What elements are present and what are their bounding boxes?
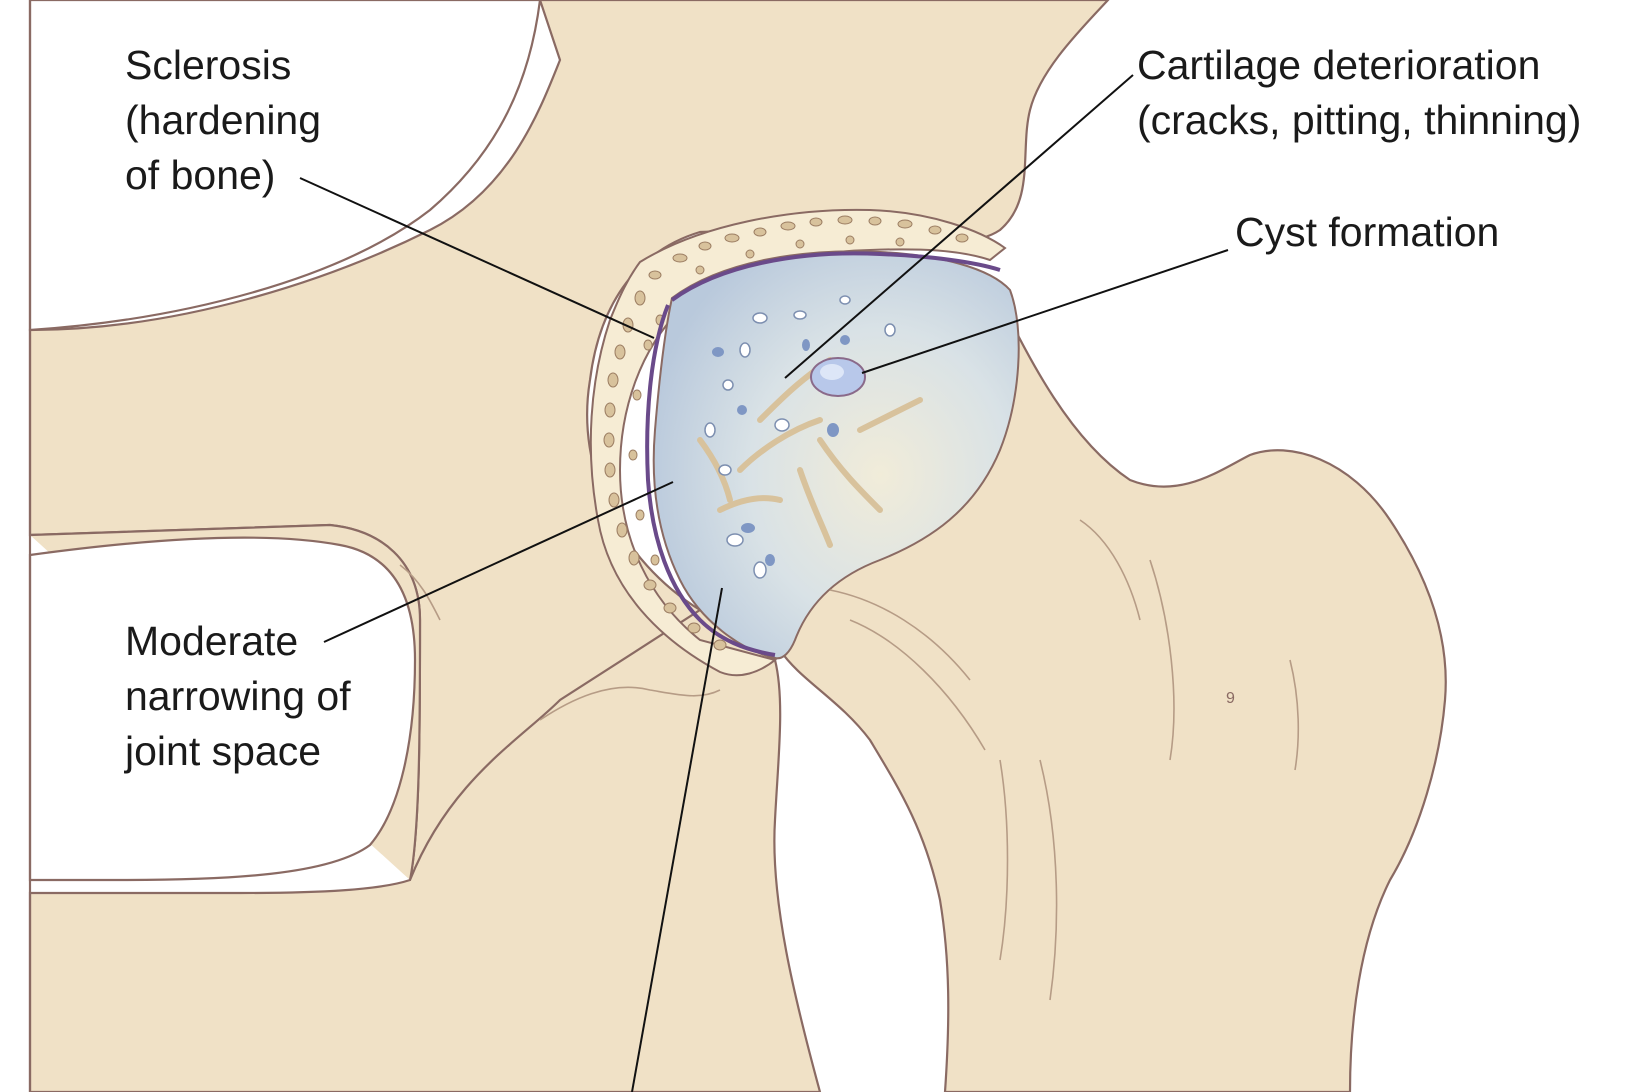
- femoral-head-small-cysts: [704, 295, 896, 579]
- label-cyst-line-1: Cyst formation: [1235, 209, 1500, 255]
- label-sclerosis: Sclerosis (hardening of bone): [125, 38, 321, 203]
- leader-narrowing: [323, 481, 674, 643]
- leader-bottom: [631, 587, 723, 1092]
- label-narrowing-line-3: joint space: [125, 728, 322, 774]
- label-narrowing-line-2: narrowing of: [125, 673, 351, 719]
- label-cartilage-deterioration: Cartilage deterioration (cracks, pitting…: [1137, 38, 1581, 148]
- label-cyst-formation: Cyst formation: [1235, 205, 1499, 260]
- label-narrowing-line-1: Moderate: [125, 618, 299, 664]
- leader-lines: [299, 74, 1229, 1092]
- label-sclerosis-line-1: Sclerosis: [125, 42, 292, 88]
- label-cartilage-line-2: (cracks, pitting, thinning): [1137, 97, 1582, 143]
- label-cartilage-line-1: Cartilage deterioration: [1137, 42, 1541, 88]
- iliac-notch: [28, 0, 542, 332]
- femur-small-mark: 9: [1226, 690, 1235, 707]
- cyst-highlight: [820, 364, 844, 380]
- label-sclerosis-line-3: of bone): [125, 152, 276, 198]
- obturator-foramen: [28, 536, 417, 882]
- pelvis-contours: [399, 564, 721, 721]
- label-joint-space-narrowing: Moderate narrowing of joint space: [125, 614, 351, 779]
- femur-contours: [829, 519, 1300, 1001]
- femoral-head-dark-spots: [712, 335, 850, 566]
- sclerosis-trabeculae: [603, 215, 969, 651]
- leader-cyst: [861, 249, 1229, 374]
- leader-sclerosis: [299, 177, 655, 339]
- acetabulum-cortex: [589, 208, 1007, 677]
- label-sclerosis-line-2: (hardening: [125, 97, 322, 143]
- cartilage-line: [645, 251, 1001, 657]
- leader-cartilage: [784, 74, 1134, 379]
